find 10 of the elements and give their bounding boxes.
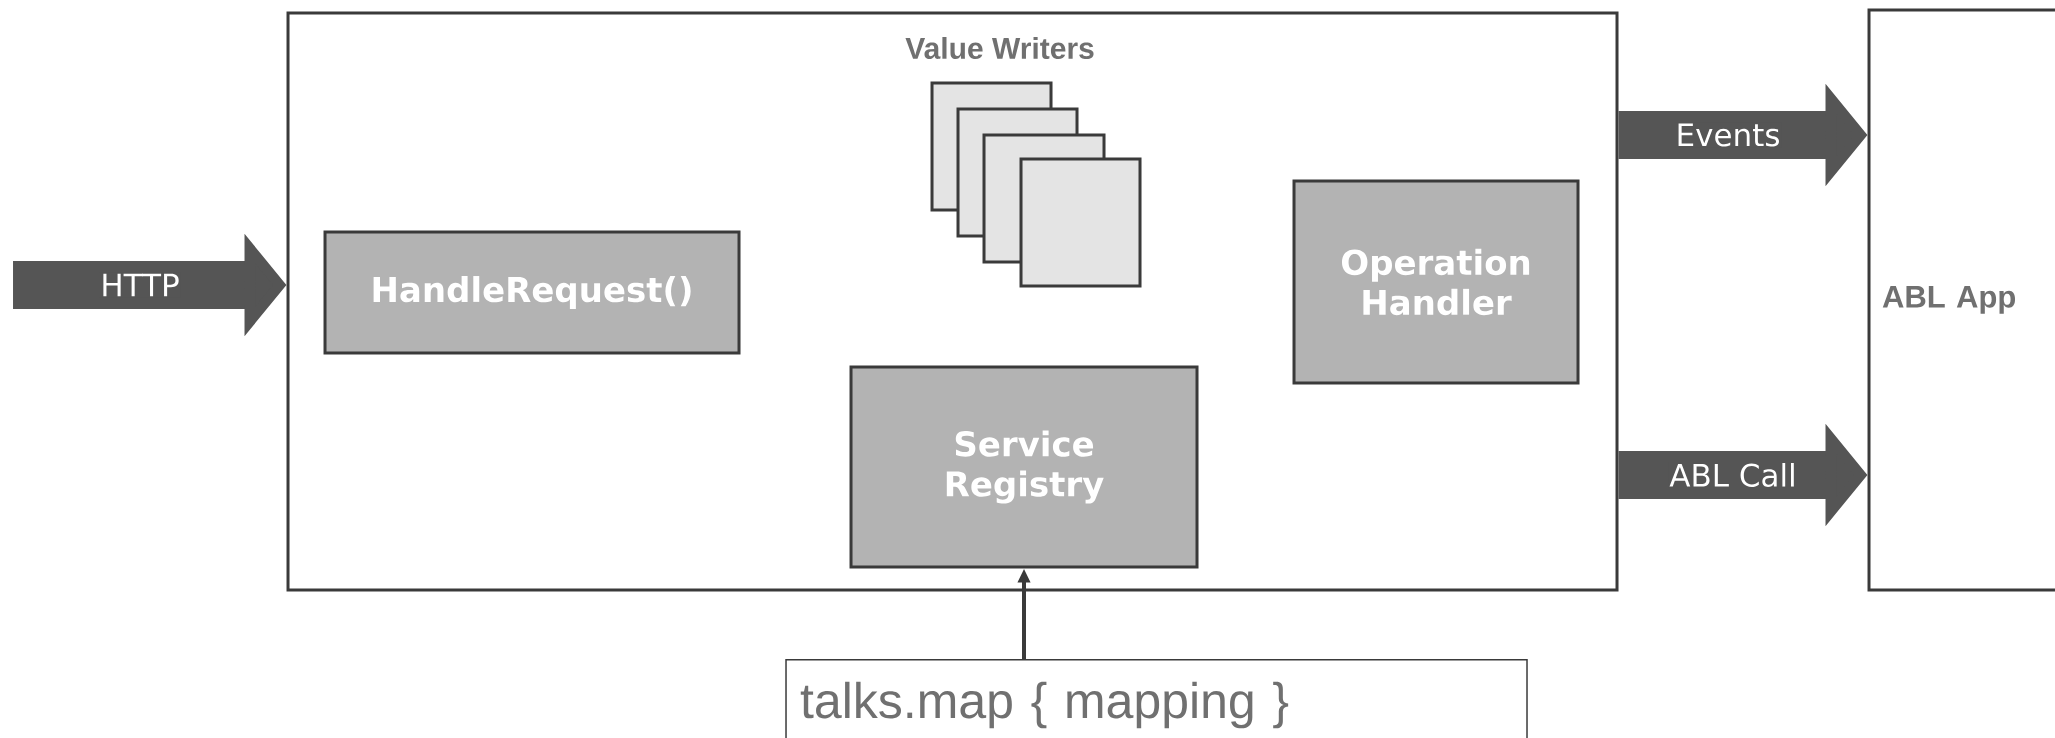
- process-box: Operation Handler: [1292, 179, 1580, 385]
- app-box: ABL App: [1867, 8, 2055, 592]
- process-box: HandleRequest(): [323, 230, 741, 355]
- heading: Value Writers: [905, 37, 1094, 59]
- edge-label: ABL Call: [1668, 462, 1798, 488]
- page-stack-card: [1019, 157, 1142, 288]
- edge-label: HTTP: [99, 272, 181, 298]
- edge-label: Events: [1674, 122, 1782, 148]
- process-box: Service Registry: [849, 365, 1199, 569]
- code-box: talks.map { mapping }: [785, 659, 1528, 738]
